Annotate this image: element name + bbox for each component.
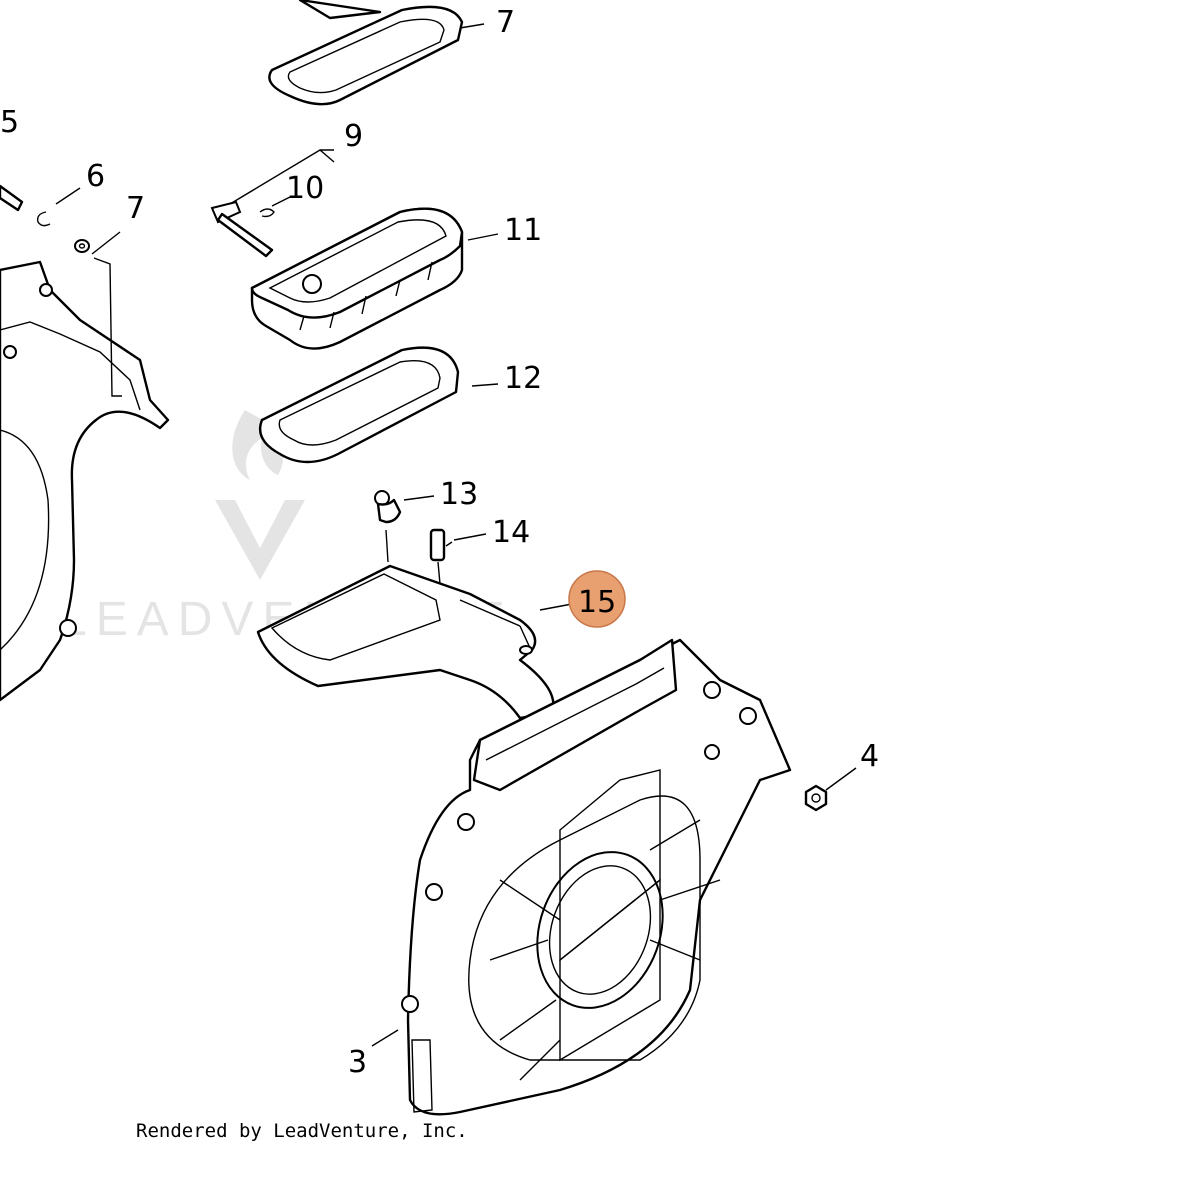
part-10-bolt [210, 200, 274, 258]
callout-5[interactable]: 5 [0, 105, 19, 140]
callout-12[interactable]: 11 [504, 213, 542, 248]
callout-15[interactable]: 14 [492, 515, 530, 550]
callout-13[interactable]: 12 [504, 361, 542, 396]
part-16-air-duct [256, 564, 555, 720]
callout-16[interactable]: 15 [578, 585, 616, 620]
part-12-filter-housing [250, 207, 464, 350]
part-4-nut [804, 784, 828, 812]
part-6-clip [36, 211, 51, 227]
callout-6[interactable]: 6 [86, 159, 105, 194]
callout-7[interactable]: 7 [126, 191, 145, 226]
part-5-screw [0, 184, 24, 212]
callout-14[interactable]: 13 [440, 477, 478, 512]
callout-11[interactable]: 10 [286, 171, 324, 206]
part-3-blower-housing [401, 638, 792, 1116]
footer-credit: Rendered by LeadVenture, Inc. [136, 1120, 468, 1142]
callout-3[interactable]: 3 [348, 1045, 367, 1080]
callout-labels: 7 5 9 6 10 7 11 12 13 14 15 4 3 [0, 5, 879, 1080]
part-left-housing [0, 260, 170, 702]
part-13-gasket [258, 346, 460, 464]
callout-16-highlight [568, 570, 626, 628]
part-15-fitting [429, 528, 453, 585]
part-7-washer [74, 239, 90, 253]
callout-9[interactable]: 7 [496, 5, 515, 40]
callout-10[interactable]: 9 [344, 119, 363, 154]
part-11-clip [259, 208, 275, 218]
callout-4[interactable]: 4 [860, 739, 879, 774]
part-14-elbow-fitting [374, 490, 402, 563]
leader-lines [55, 23, 857, 1047]
part-9-gasket [268, 0, 464, 106]
